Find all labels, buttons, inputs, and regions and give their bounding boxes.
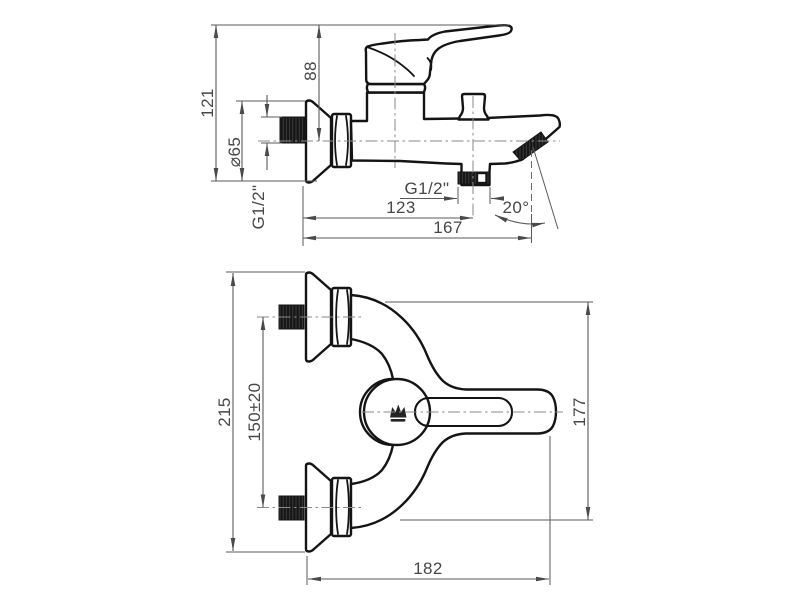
dim-spout-reach: 167 [303,218,531,241]
brand-logo [390,404,407,422]
label-outlet-thread: G1/2" [405,179,450,198]
dim-connection-centers: 150±20 [245,317,266,508]
label-overall-height-front: 215 [215,397,234,427]
label-spout-reach: 167 [433,218,463,237]
aerator [512,131,549,162]
label-overall-height: 121 [198,88,217,118]
dim-body-height: 177 [570,302,591,520]
label-wall-thread: G1/2" [249,185,268,230]
front-view: 215 150±20 177 182 [215,271,593,585]
dim-spout-angle: 20° [494,198,546,228]
handle-contour-line [367,46,415,77]
label-handle-height: 88 [301,61,320,81]
label-body-height: 177 [570,397,589,427]
outlet-notch [476,172,487,184]
dim-overall-height: 121 [198,25,219,181]
handle-bend-line [426,57,433,71]
dim-outlet-thread: G1/2" [400,179,504,201]
dim-outlet-offset: 123 [303,198,473,221]
dim-handle-height: 88 [301,25,322,141]
wall-thread-block [279,116,307,144]
side-view: 121 88 ⌀65 G1/2" G1/2" 123 [198,23,562,246]
dim-flange-diameter: ⌀65 [225,101,245,181]
spout-angle-line [532,146,559,230]
dim-wall-thread: G1/2" [249,95,270,230]
label-spout-angle: 20° [503,198,530,217]
label-overall-width: 182 [413,559,443,578]
lever-handle [364,23,513,86]
label-connection-centers: 150±20 [245,382,264,441]
label-flange-diameter: ⌀65 [225,137,244,167]
label-outlet-offset: 123 [386,198,416,217]
faucet-body [349,91,562,187]
dim-overall-width: 182 [308,559,549,582]
cartridge-collar [365,82,427,94]
dim-overall-height-front: 215 [215,273,236,551]
